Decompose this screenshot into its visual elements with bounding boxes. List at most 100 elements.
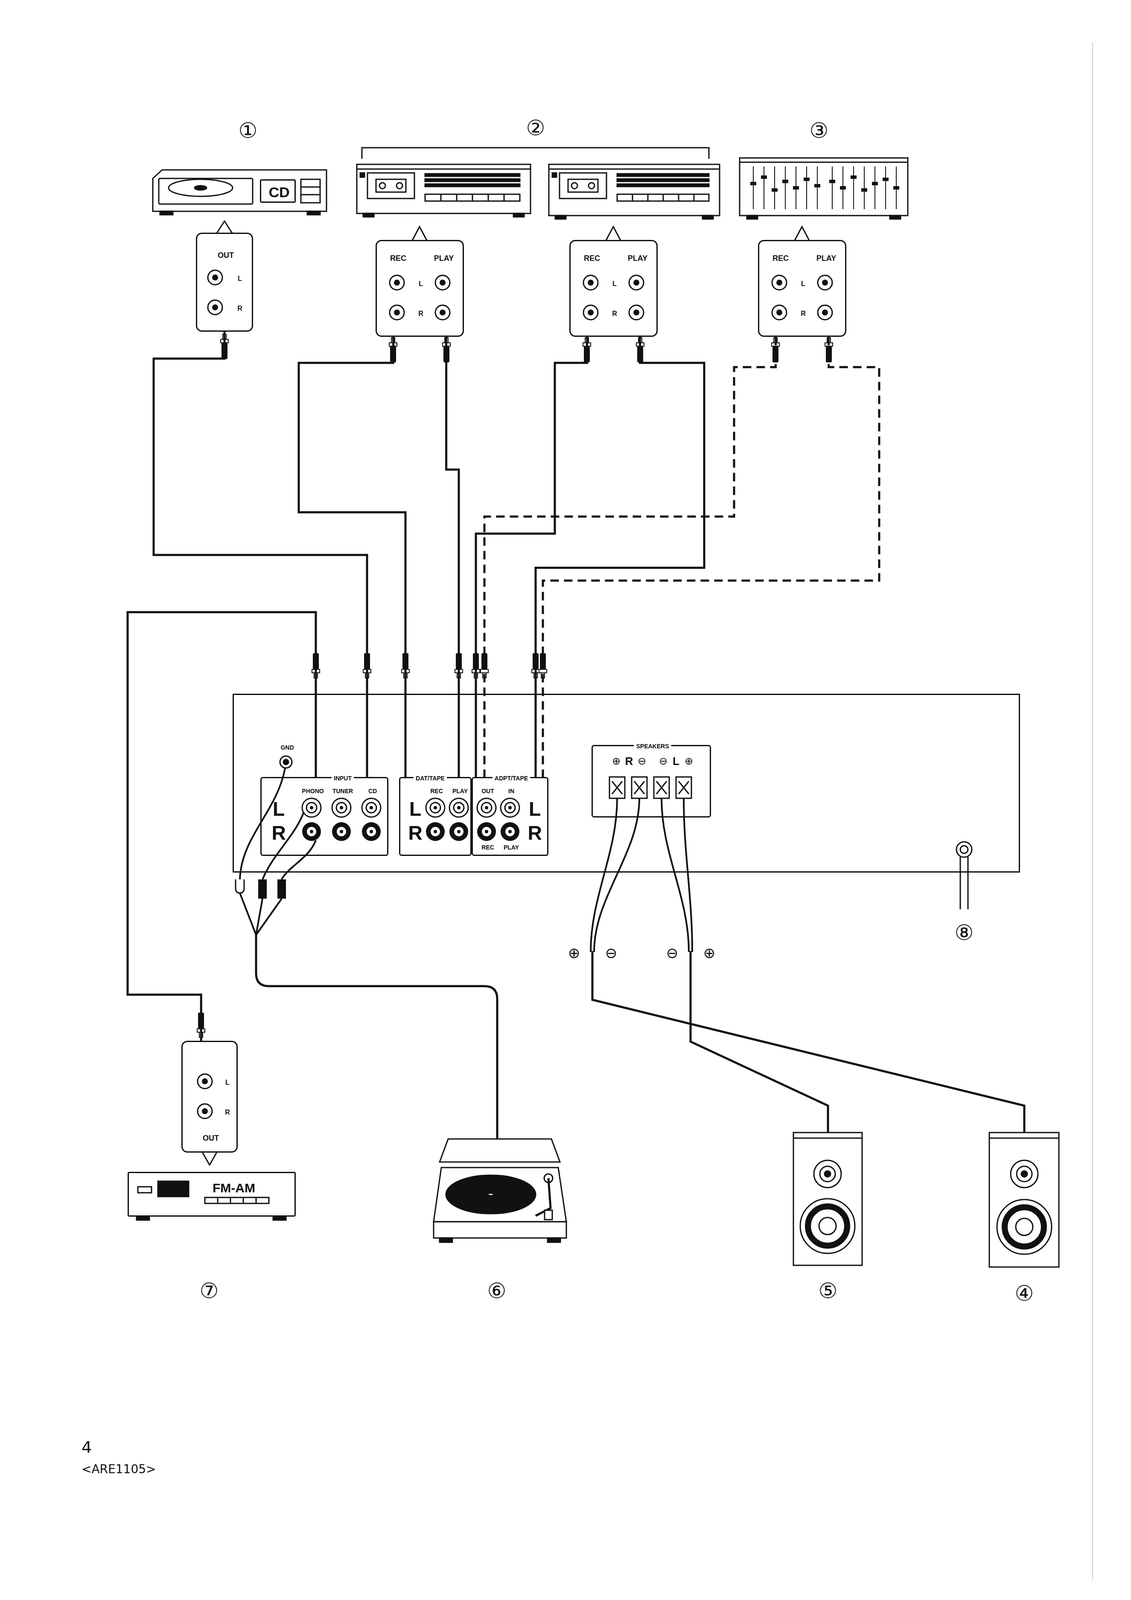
loudspeaker xyxy=(807,1206,848,1246)
callout-pointer xyxy=(412,226,427,241)
cd-player xyxy=(152,169,327,215)
audio-cable xyxy=(475,336,587,777)
speaker-terminal xyxy=(678,781,689,794)
turntable xyxy=(547,1237,561,1242)
cd-player xyxy=(300,179,321,203)
loudspeaker xyxy=(1004,1206,1044,1247)
terminal-label: SPEAKERS xyxy=(633,743,671,750)
polarity-mark: ⊕ xyxy=(568,945,581,960)
loudspeaker xyxy=(793,1137,863,1139)
jack-panel: RECPLAYLR xyxy=(569,239,658,337)
phono-cable xyxy=(239,892,282,935)
power-cord xyxy=(956,841,972,910)
graphic-equalizer xyxy=(882,177,889,181)
jack-label: L xyxy=(612,280,617,288)
tuner-detail xyxy=(273,1216,286,1220)
callout-number: ⑧ xyxy=(954,921,974,944)
device-logo: CD xyxy=(268,184,290,200)
amplifier-jack xyxy=(449,798,469,817)
callout-pointer xyxy=(202,221,810,1165)
jack-label: CD xyxy=(368,787,377,794)
amplifier-rear-panel: GNDINPUTPHONOTUNERCDLRDAT/TAPERECPLAYLRA… xyxy=(232,693,1021,873)
panel-jack xyxy=(629,275,644,290)
page-edge-line xyxy=(1092,42,1094,1580)
cd-player xyxy=(152,169,327,212)
loudspeaker xyxy=(989,1137,1059,1139)
callout-number: ② xyxy=(526,117,546,139)
callout-pointer xyxy=(606,226,621,241)
graphic-equalizer xyxy=(760,175,767,179)
audio-cable xyxy=(446,336,459,777)
jack-label: OUT xyxy=(217,251,234,260)
jack-label: R xyxy=(271,822,286,843)
jack-label: REC xyxy=(481,844,495,851)
optional-cable xyxy=(484,336,776,777)
jack-label: R xyxy=(612,310,618,318)
cassette-deck xyxy=(632,194,694,202)
speaker-wire xyxy=(590,798,618,952)
cassette-deck xyxy=(360,172,365,178)
graphic-equalizer xyxy=(739,157,908,216)
amplifier-jack xyxy=(302,822,321,841)
panel-jack xyxy=(197,1073,213,1089)
phono-cable xyxy=(235,767,498,1139)
speaker-terminal xyxy=(612,781,623,794)
audio-cable xyxy=(127,612,316,1041)
device-logo: FM-AM xyxy=(212,1181,256,1195)
jack-label: IN xyxy=(508,787,515,794)
tuner-body: FM-AM xyxy=(127,1171,296,1217)
callout-number: ⑤ xyxy=(818,1279,838,1302)
panel-jack xyxy=(435,275,450,290)
jack-label: REC xyxy=(390,254,407,263)
phono-cable xyxy=(256,934,498,1139)
graphic-equalizer xyxy=(839,186,846,190)
jack-label: DAT/TAPE xyxy=(413,775,447,782)
speaker-wire xyxy=(592,950,1025,1133)
graphic-equalizer xyxy=(753,166,897,210)
jack-label: PLAY xyxy=(627,254,648,263)
bracket xyxy=(361,147,709,159)
speaker-terminal xyxy=(634,781,645,794)
amplifier-jack xyxy=(449,822,469,841)
speaker-wire xyxy=(690,950,828,1133)
terminal-label: GND xyxy=(280,744,294,751)
cassette-deck xyxy=(548,164,720,219)
speaker-wire xyxy=(594,798,640,952)
terminal-label: ⊕ xyxy=(684,755,694,767)
cd-player xyxy=(168,179,233,197)
tuner-detail xyxy=(136,1180,286,1220)
document-code: <ARE1105> xyxy=(81,1463,156,1475)
audio-cable xyxy=(153,331,368,777)
cassette-deck xyxy=(425,183,520,187)
jack-label: R xyxy=(800,310,806,318)
cassette-deck xyxy=(425,178,520,182)
cassette-deck xyxy=(425,194,520,202)
graphic-equalizer xyxy=(739,161,908,164)
graphic-equalizer xyxy=(750,181,757,186)
phono-cable xyxy=(262,811,304,880)
graphic-equalizer xyxy=(871,181,878,186)
speaker-wire xyxy=(683,798,693,952)
cassette-deck xyxy=(617,173,709,177)
panel-jack xyxy=(629,305,644,320)
cassette-deck xyxy=(559,172,607,199)
ground-terminal xyxy=(283,759,289,765)
cd-logo-box: CD xyxy=(259,179,296,203)
callout-number: ④ xyxy=(1014,1282,1035,1304)
panel-jack xyxy=(817,305,833,320)
amplifier-jack xyxy=(332,822,351,841)
phono-cable xyxy=(235,879,245,893)
cassette-deck xyxy=(356,164,531,217)
jack-panel: RECPLAYLR xyxy=(375,239,464,337)
jack-label: PHONO xyxy=(301,787,324,794)
loudspeaker xyxy=(819,1165,836,1182)
callout-number: ⑥ xyxy=(487,1279,507,1302)
loudspeaker xyxy=(989,1132,1059,1267)
cd-player xyxy=(300,194,321,196)
panel-jack xyxy=(435,305,450,320)
optional-cable xyxy=(542,336,880,777)
speaker-terminal xyxy=(609,776,692,799)
cd-player xyxy=(158,178,253,205)
